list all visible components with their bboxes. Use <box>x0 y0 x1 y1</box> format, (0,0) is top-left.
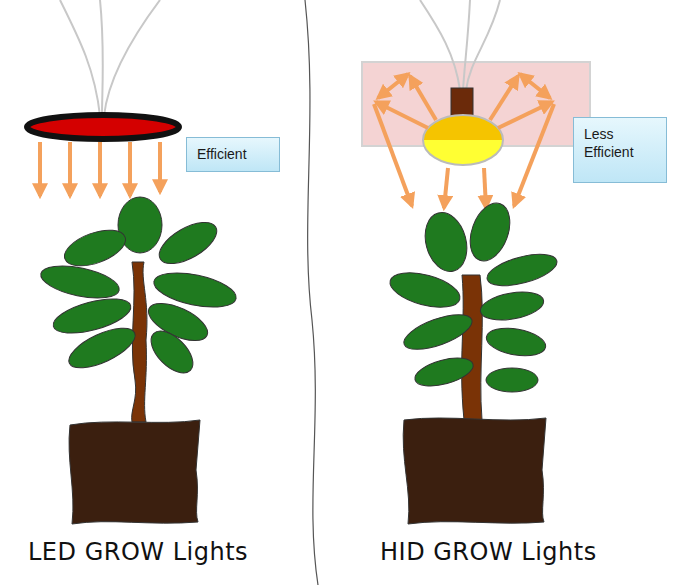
led-lamp <box>27 0 179 139</box>
divider-line <box>305 0 318 585</box>
note-box: Efficient <box>186 137 280 172</box>
box-label: Efficient <box>197 145 269 163</box>
panel-caption: HID GROW Lights <box>380 538 597 566</box>
light-arrows <box>374 74 554 208</box>
note-box: Less Efficient <box>573 117 667 183</box>
led-plant <box>38 197 239 524</box>
light-arrows <box>40 142 160 196</box>
box-label: Less Efficient <box>584 125 656 161</box>
panel-caption: LED GROW Lights <box>28 538 248 566</box>
hid-lamp <box>362 0 590 165</box>
hid-plant <box>386 198 560 524</box>
